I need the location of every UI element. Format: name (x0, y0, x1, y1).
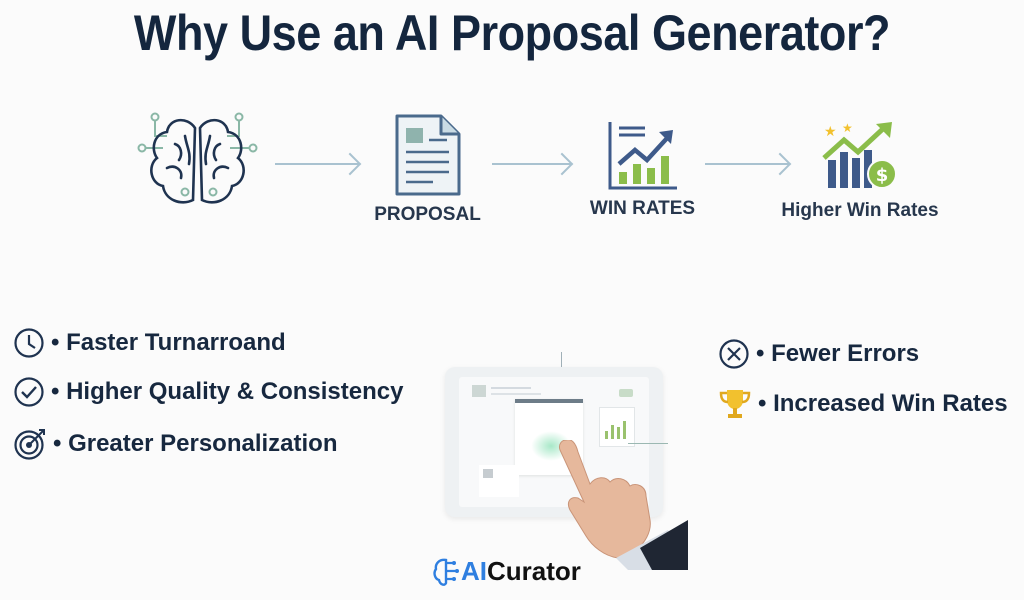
benefit-personalization: • Greater Personalization (13, 427, 338, 461)
flow-step-label: Higher Win Rates (781, 200, 939, 221)
benefit-label: • Fewer Errors (756, 340, 920, 367)
logo-suffix: Curator (487, 556, 581, 586)
clock-icon (14, 328, 44, 358)
benefit-label: • Increased Win Rates (758, 390, 1008, 417)
x-circle-icon (719, 339, 749, 369)
benefit-quality-consistency: • Higher Quality & Consistency (13, 376, 403, 408)
growth-dollar-icon: ★ ★ $ (822, 121, 897, 189)
flow-step-label: PROPOSAL (374, 204, 481, 225)
flow-arrow-2 (492, 163, 572, 165)
flow-step-higher-win-rates: ★ ★ $ Higher Win Rates (775, 120, 945, 222)
benefit-fewer-errors: • Fewer Errors (718, 338, 919, 370)
trophy-icon (719, 390, 751, 418)
benefit-increased-win-rates: • Increased Win Rates (718, 388, 1008, 420)
flow-arrow-1 (275, 163, 360, 165)
benefit-faster-turnaround: • Faster Turnarroand (13, 327, 286, 359)
brain-circuit-icon (137, 112, 258, 204)
logo-prefix: AI (461, 556, 487, 586)
svg-text:★: ★ (824, 124, 837, 140)
page-title: Why Use an AI Proposal Generator? (133, 5, 891, 61)
benefit-label: • Greater Personalization (53, 430, 338, 457)
benefit-label: • Higher Quality & Consistency (51, 378, 404, 405)
flow-step-proposal: PROPOSAL (370, 112, 485, 226)
svg-text:$: $ (876, 165, 889, 186)
flow-step-win-rates: WIN RATES (580, 120, 705, 220)
document-icon (395, 114, 460, 196)
flow-arrow-3 (705, 163, 790, 165)
target-icon (14, 429, 45, 460)
bar-chart-trend-icon (608, 122, 677, 190)
brain-logo-icon (433, 558, 459, 586)
flow-step-label: WIN RATES (589, 198, 696, 219)
svg-text:★: ★ (842, 121, 853, 135)
check-circle-icon (14, 377, 44, 407)
pointing-hand (559, 440, 688, 570)
benefit-label: • Faster Turnarroand (51, 329, 286, 356)
flow-step-ai (135, 108, 260, 218)
